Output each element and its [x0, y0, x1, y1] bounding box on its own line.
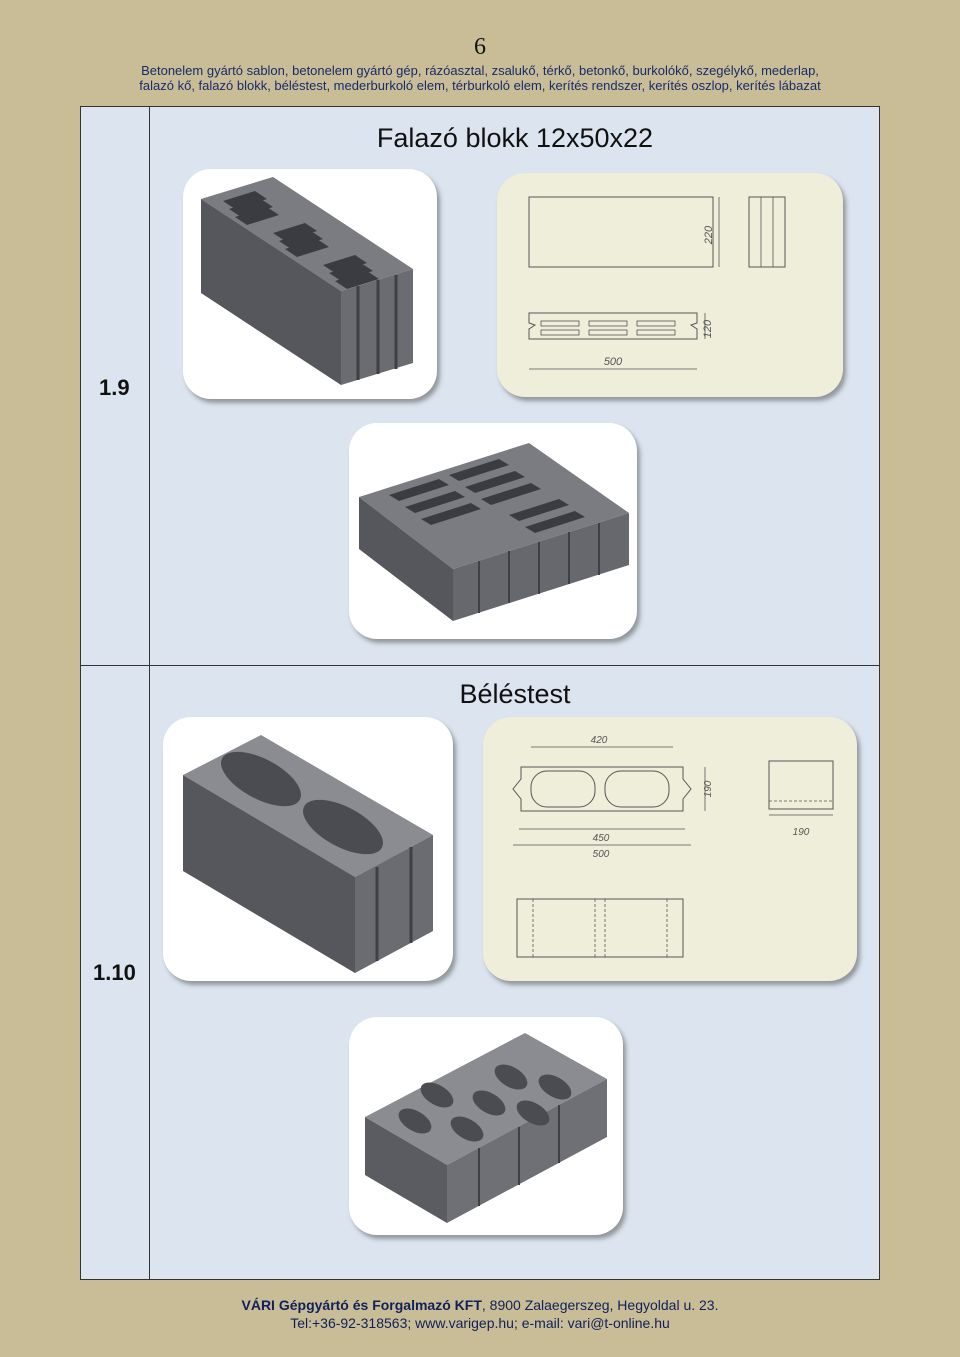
- block-3d-image: [201, 177, 413, 385]
- belestest-drawing: 420 450 500 190 190: [483, 717, 857, 981]
- row-title-belestest: Béléstest: [459, 679, 571, 709]
- dim-420-label: 420: [591, 735, 608, 746]
- block-3d-image: [183, 735, 433, 973]
- dim-220-label: 220: [703, 225, 715, 245]
- row-divider: [81, 665, 879, 666]
- technical-drawing-image: 220 500 120: [528, 196, 786, 370]
- footer-contact-line: Tel:+36-92-318563; www.varigep.hu; e-mai…: [290, 1315, 670, 1331]
- product-table: 1.9 Falazó blokk 12x50x22: [80, 106, 880, 1280]
- dim-120-label: 120: [702, 319, 714, 338]
- block-3d-image: [359, 443, 629, 621]
- dim-500-label: 500: [604, 356, 623, 368]
- footer-address: , 8900 Zalaegerszeg, Hegyoldal u. 23.: [481, 1297, 719, 1313]
- row-number-1-10: 1.10: [93, 960, 136, 985]
- dim-190-label: 190: [703, 780, 714, 797]
- falazo-blokk-drawing: 220 500 120: [497, 173, 843, 397]
- block-3d-image: [365, 1033, 607, 1223]
- page-number: 6: [474, 34, 486, 60]
- row-title-falazo-blokk: Falazó blokk 12x50x22: [376, 123, 654, 153]
- header-keywords-line-1: Betonelem gyártó sablon, betonelem gyárt…: [141, 63, 819, 78]
- footer-company-line: VÁRI Gépgyártó és Forgalmazó KFT, 8900 Z…: [0, 1297, 960, 1313]
- footer-company-name: VÁRI Gépgyártó és Forgalmazó KFT: [241, 1297, 482, 1313]
- row-number-1-9: 1.9: [99, 375, 130, 400]
- falazo-blokk-3d-image: [183, 169, 437, 399]
- belestest-stack-image: [349, 1017, 623, 1235]
- dim-side-190-label: 190: [793, 827, 810, 838]
- dim-450-label: 450: [593, 833, 610, 844]
- falazo-blokk-stack-image: [349, 423, 637, 639]
- dim-500-label: 500: [593, 849, 610, 860]
- technical-drawing-image: 420 450 500 190 190: [512, 735, 834, 958]
- belestest-3d-image: [163, 717, 453, 981]
- column-divider: [149, 107, 150, 1279]
- header-keywords-line-2: falazó kő, falazó blokk, béléstest, mede…: [139, 78, 821, 93]
